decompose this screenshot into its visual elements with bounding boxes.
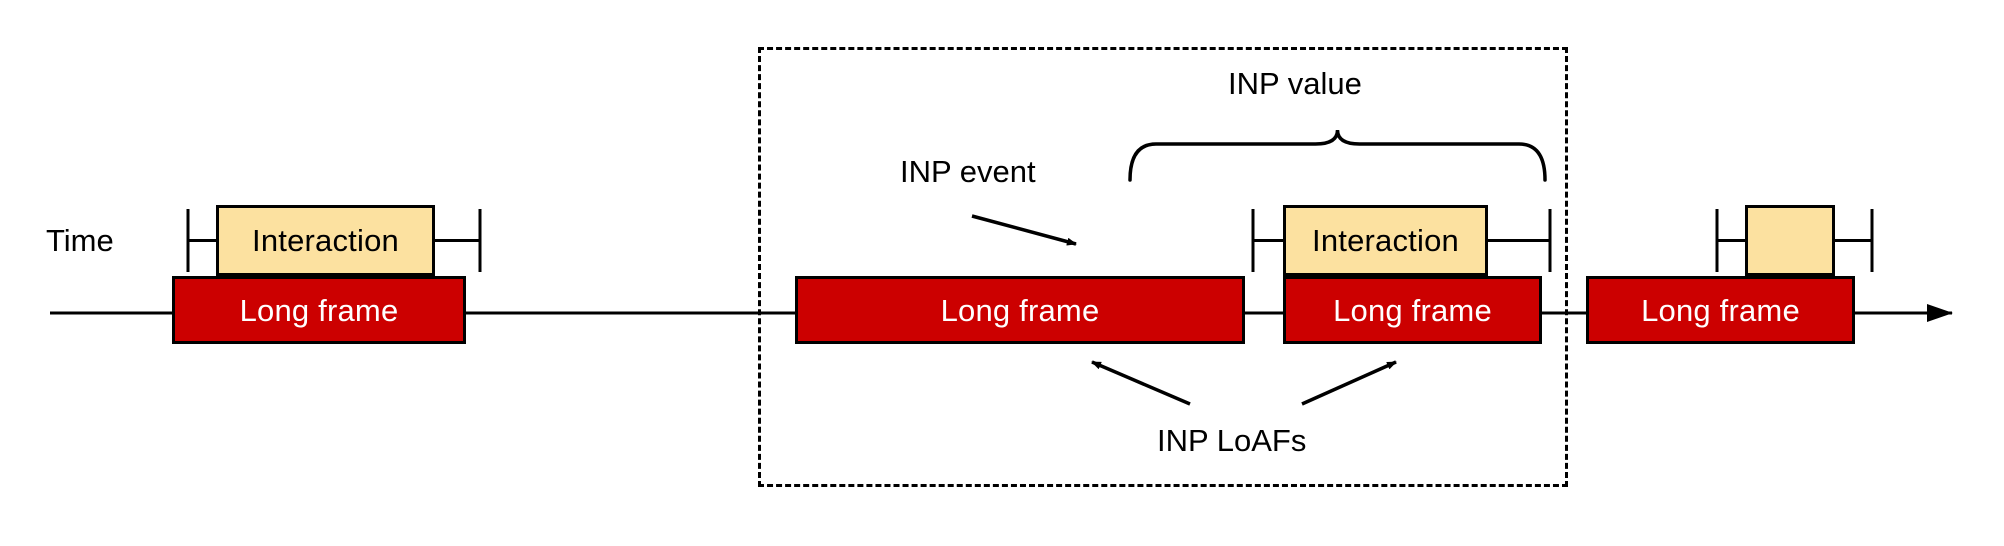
brace-path (1128, 129, 1547, 182)
long-frame-label: Long frame (1333, 292, 1492, 328)
interaction-duration-ticks (186, 209, 1874, 272)
inp-value-brace (1128, 129, 1547, 182)
inp-value-label: INP value (1228, 66, 1362, 101)
interaction-label: Interaction (1312, 223, 1459, 258)
inp-loafs-label: INP LoAFs (1157, 423, 1307, 458)
inp-event-label: INP event (900, 154, 1036, 189)
inp-measurement-window-region (758, 47, 1568, 487)
interaction-label: Interaction (252, 223, 399, 258)
interaction-block[interactable]: Interaction (1283, 205, 1488, 276)
long-frame-block[interactable]: Long frame (172, 276, 466, 344)
interaction-block[interactable] (1745, 205, 1835, 276)
long-frame-block[interactable]: Long frame (1586, 276, 1855, 344)
annotation-arrows (971, 214, 1397, 406)
long-frame-label: Long frame (1641, 292, 1800, 328)
long-frame-label: Long frame (239, 292, 399, 328)
inp-loafs-arrow-right (1301, 360, 1397, 406)
long-frame-block[interactable]: Long frame (1283, 276, 1542, 344)
inp-loafs-arrow-left (1091, 360, 1191, 406)
interaction-block[interactable]: Interaction (216, 205, 435, 276)
inp-event-arrow (971, 214, 1077, 246)
long-frame-block[interactable]: Long frame (795, 276, 1245, 344)
long-frame-label: Long frame (940, 292, 1100, 328)
time-axis-label: Time (46, 223, 114, 258)
